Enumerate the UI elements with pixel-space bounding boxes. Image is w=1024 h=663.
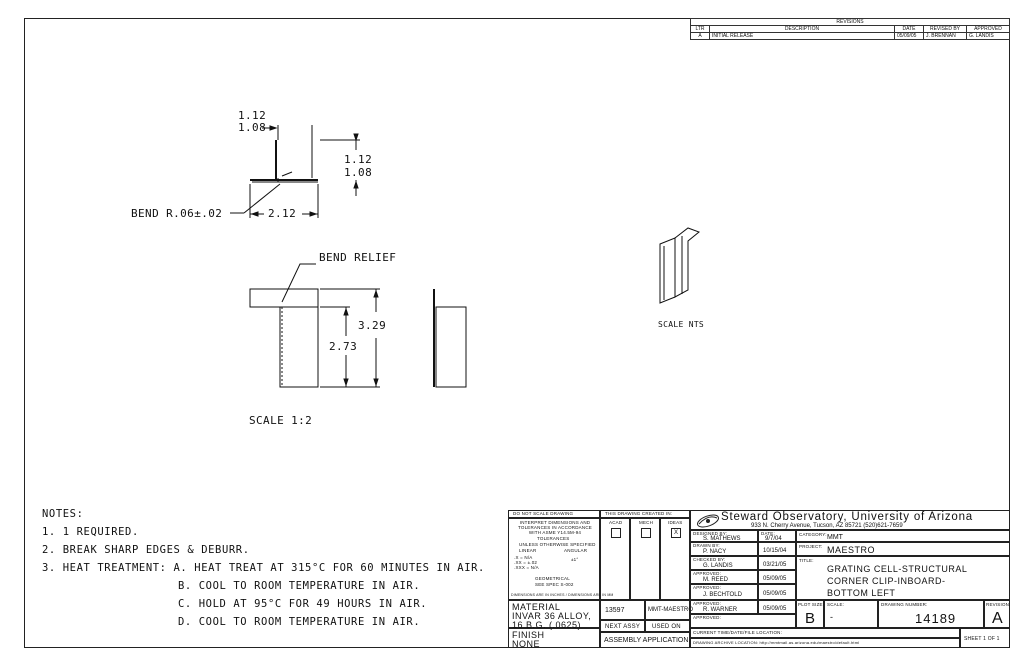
approved-1-date-cell: 05/09/05 xyxy=(758,570,796,584)
height-inner-dim: 2.73 xyxy=(329,340,358,353)
do-not-scale-cell: DO NOT SCALE DRAWING xyxy=(508,510,600,518)
rev-approved: G. LANDIS xyxy=(966,32,1010,40)
notes-heading: NOTES: xyxy=(42,508,84,520)
title-cell: TITLE: GRATING CELL-STRUCTURAL CORNER CL… xyxy=(796,556,1010,600)
mech-checkbox xyxy=(641,528,651,538)
bend-label: BEND R.06±.02 xyxy=(131,207,223,220)
front-view xyxy=(249,263,380,388)
note-item: B. COOL TO ROOM TEMPERATURE IN AIR. xyxy=(178,580,421,592)
project-cell: PROJECT: MAESTRO xyxy=(796,542,1010,556)
title-line: BOTTOM LEFT xyxy=(827,588,896,598)
designed-by-cell: DESIGNED BY: S. MATHEWS xyxy=(690,530,758,542)
side-view xyxy=(433,289,467,388)
category-cell: CATEGORY: MMT xyxy=(796,530,1010,542)
approved-3-date-cell: 05/09/05 xyxy=(758,600,796,614)
note-item: 2. BREAK SHARP EDGES & DEBURR. xyxy=(42,544,250,556)
approved-2-date-cell: 05/09/05 xyxy=(758,584,796,600)
tolerance-cell: INTERPRET DIMENSIONS AND TOLERANCES IN A… xyxy=(508,518,613,600)
archive-location-cell: DRAWING ARCHIVE LOCATION: http://mmtmail… xyxy=(690,638,960,648)
drawing-number-cell: DRAWING NUMBER: 14189 xyxy=(878,600,984,628)
title-line: CORNER CLIP-INBOARD- xyxy=(827,576,946,586)
checked-by-cell: CHECKED BY: G. LANDIS xyxy=(690,556,758,570)
width-dim: 2.12 xyxy=(268,207,297,220)
sheet-cell: SHEET 1 OF 1 xyxy=(960,628,1010,648)
title-line: GRATING CELL-STRUCTURAL xyxy=(827,564,968,574)
top-dim-a: 1.12 xyxy=(238,109,267,122)
mech-cell: MECH xyxy=(630,518,660,600)
checked-date-cell: 03/21/05 xyxy=(758,556,796,570)
top-view xyxy=(230,125,360,218)
height-outer-dim: 3.29 xyxy=(358,319,387,332)
scale-main-label: SCALE 1:2 xyxy=(249,414,313,427)
bend-relief-label: BEND RELIEF xyxy=(319,251,397,264)
designed-date-cell: DATE: 9/7/04 xyxy=(758,530,796,542)
note-item: 3. HEAT TREATMENT: A. HEAT TREAT AT 315°… xyxy=(42,562,485,574)
revisions-table: REVISIONS LTR DESCRIPTION DATE REVISED B… xyxy=(690,18,1010,40)
org-address: 933 N. Cherry Avenue, Tucson, AZ 85721 (… xyxy=(751,523,903,529)
note-item: D. COOL TO ROOM TEMPERATURE IN AIR. xyxy=(178,616,421,628)
material-cell: MATERIAL INVAR 36 ALLOY, 16 B.G. (.0625) xyxy=(508,600,600,630)
plot-size-cell: PLOT SIZE B xyxy=(796,600,824,628)
isometric-view xyxy=(659,227,700,304)
scale-cell: SCALE: - xyxy=(824,600,878,628)
next-assy-label-cell: NEXT ASSY xyxy=(600,620,645,632)
side-dim-a: 1.12 xyxy=(344,153,373,166)
next-assy-value-cell: 13597 xyxy=(600,600,645,620)
used-on-value-cell: MMT-MAESTRO xyxy=(645,600,693,620)
approved-1-cell: APPROVED: M. REED xyxy=(690,570,758,584)
current-time-cell: CURRENT TIME/DATE/FILE LOCATION: xyxy=(690,628,960,638)
acad-checkbox xyxy=(611,528,621,538)
observatory-logo xyxy=(697,514,719,528)
revision-row: A INITIAL RELEASE 05/09/05 J. BRENNAN G.… xyxy=(690,32,1010,40)
approved-3-cell: APPROVED: R. WARNER xyxy=(690,600,758,614)
approved-4-cell: APPROVED: xyxy=(690,614,796,628)
assembly-application-cell: ASSEMBLY APPLICATION xyxy=(600,632,690,648)
top-dim-b: 1.08 xyxy=(238,121,267,134)
ideas-checkbox: X xyxy=(671,528,681,538)
created-in-cell: THIS DRAWING CREATED IN: xyxy=(600,510,690,518)
scale-iso-label: SCALE NTS xyxy=(658,320,705,329)
side-dim-b: 1.08 xyxy=(344,166,373,179)
used-on-label-cell: USED ON xyxy=(645,620,690,632)
drawn-date-cell: 10/15/04 xyxy=(758,542,796,556)
finish-cell: FINISH NONE xyxy=(508,628,600,649)
org-name: Steward Observatory, University of Arizo… xyxy=(721,511,973,523)
revision-cell: REVISION: A xyxy=(984,600,1011,628)
note-item: 1. 1 REQUIRED. xyxy=(42,526,139,538)
note-item: C. HOLD AT 95°C FOR 49 HOURS IN AIR. xyxy=(178,598,428,610)
approved-2-cell: APPROVED: J. BECHTOLD xyxy=(690,584,758,600)
drawn-by-cell: DRAWN BY: P. NACY xyxy=(690,542,758,556)
org-header-cell: Steward Observatory, University of Arizo… xyxy=(690,510,1010,530)
ideas-cell: IDEAS X xyxy=(660,518,690,600)
acad-cell: ACAD xyxy=(600,518,630,600)
title-block: DO NOT SCALE DRAWING INTERPRET DIMENSION… xyxy=(508,510,1011,649)
